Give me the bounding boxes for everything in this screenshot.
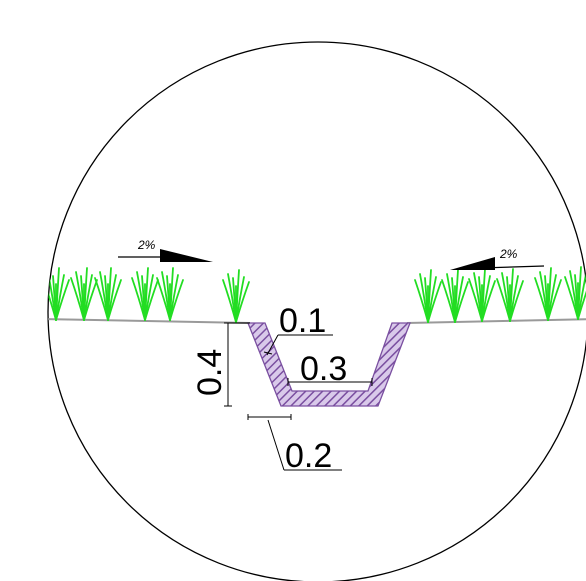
slope-label-left: 2% xyxy=(137,238,156,252)
dimension-lining-thickness: 0.1 xyxy=(263,302,333,356)
detail-circle xyxy=(47,41,586,581)
ground-line-right xyxy=(406,318,586,324)
dimension-side-offset: 0.2 xyxy=(247,414,342,475)
ground-line-left xyxy=(48,318,251,324)
dimension-bottom-width: 0.3 xyxy=(287,350,373,388)
grass-tuft-icon xyxy=(564,266,586,320)
grass-tuft-icon xyxy=(534,267,562,321)
grass-tuft-icon xyxy=(156,267,184,321)
label-depth: 0.4 xyxy=(191,349,229,396)
slope-arrow-icon xyxy=(160,249,213,262)
grass-layer xyxy=(48,266,586,323)
label-lining-thickness: 0.1 xyxy=(279,302,326,340)
slope-arrow-right: 2% xyxy=(450,247,545,270)
grass-tuft-icon xyxy=(48,267,70,321)
grass-tuft-icon xyxy=(468,268,496,322)
slope-arrow-icon xyxy=(450,257,495,270)
label-side-offset: 0.2 xyxy=(285,437,332,475)
grass-tuft-icon xyxy=(441,269,469,323)
grass-tuft-icon xyxy=(70,267,98,321)
grass-tuft-icon xyxy=(222,269,250,323)
grass-tuft-icon xyxy=(496,268,524,322)
grass-tuft-icon xyxy=(94,267,122,321)
label-bottom-width: 0.3 xyxy=(300,350,347,388)
dimension-depth: 0.4 xyxy=(191,322,250,407)
slope-label-right: 2% xyxy=(499,247,518,261)
grass-tuft-icon xyxy=(131,267,159,321)
grass-tuft-icon xyxy=(414,269,442,323)
slope-arrow-left: 2% xyxy=(118,238,213,262)
